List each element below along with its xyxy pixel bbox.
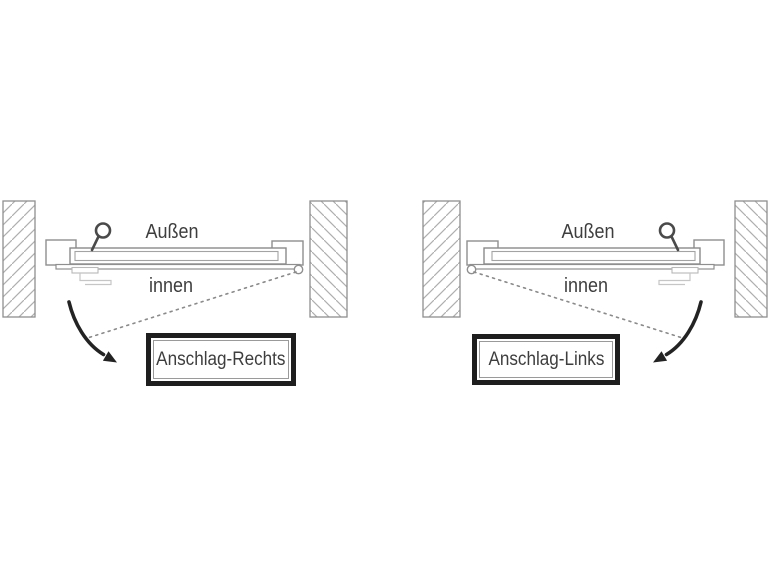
inside-label-links: innen (563, 275, 609, 297)
anschlag-rechts-box: Anschlag-Rechts (146, 333, 296, 386)
anschlag-links-box: Anschlag-Links (472, 334, 620, 385)
inside-label-rechts: innen (148, 275, 194, 297)
outside-label-links: Außen (561, 221, 615, 243)
anschlag-rechts-label: Anschlag-Rechts (156, 349, 286, 370)
anschlag-links-label: Anschlag-Links (488, 349, 604, 370)
outside-label-rechts: Außen (145, 221, 199, 243)
